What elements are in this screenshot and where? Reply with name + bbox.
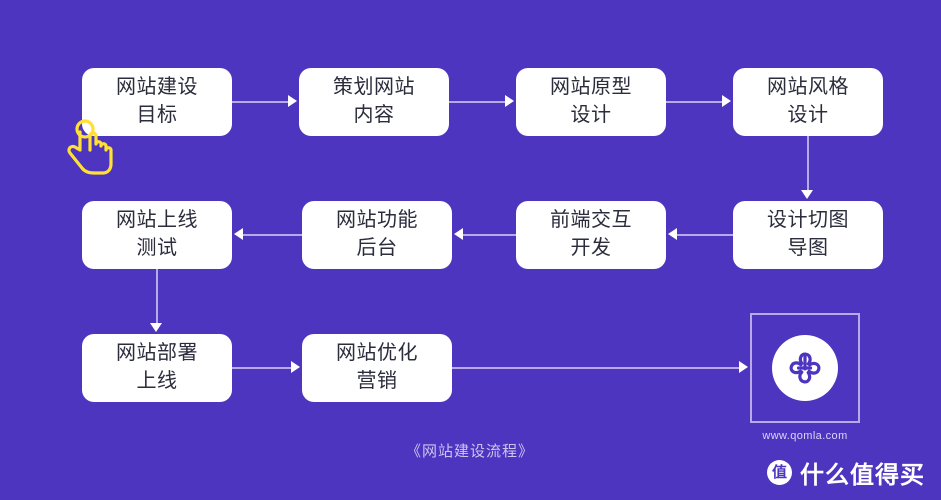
watermark-badge-icon: 值	[767, 460, 792, 485]
flow-node-optimize-marketing[interactable]: 网站优化 营销	[302, 334, 452, 402]
flow-node-deploy-online[interactable]: 网站部署 上线	[82, 334, 232, 402]
brand-logo-circle	[772, 335, 838, 401]
flow-node-backend-function[interactable]: 网站功能 后台	[302, 201, 452, 269]
arrowhead-slicing-to-frontend-icon	[668, 228, 677, 240]
flow-node-prototype-design[interactable]: 网站原型 设计	[516, 68, 666, 136]
flow-node-label: 网站建设 目标	[116, 76, 198, 126]
connector-frontend-to-backend	[463, 234, 516, 236]
arrowhead-style-to-slicing-icon	[801, 190, 813, 199]
flow-node-label: 网站上线 测试	[116, 209, 198, 259]
connector-deploy-to-optimize	[232, 367, 293, 369]
arrowhead-frontend-to-backend-icon	[454, 228, 463, 240]
connector-goal-to-plan	[232, 101, 290, 103]
arrowhead-plan-to-prototype-icon	[505, 95, 514, 107]
flow-node-label: 策划网站 内容	[333, 76, 415, 126]
connector-slicing-to-frontend	[677, 234, 733, 236]
connector-launchtest-to-deploy	[156, 269, 158, 327]
connector-prototype-to-style	[666, 101, 724, 103]
flow-node-plan-content[interactable]: 策划网站 内容	[299, 68, 449, 136]
arrowhead-prototype-to-style-icon	[722, 95, 731, 107]
arrowhead-deploy-to-optimize-icon	[291, 361, 300, 373]
flow-node-label: 网站优化 营销	[336, 342, 418, 392]
flow-node-label: 网站原型 设计	[550, 76, 632, 126]
watermark-text: 什么值得买	[800, 462, 925, 489]
flow-node-slicing-guide[interactable]: 设计切图 导图	[733, 201, 883, 269]
connector-plan-to-prototype	[449, 101, 507, 103]
brand-logo-frame[interactable]	[750, 313, 860, 423]
brand-url: www.qomla.com	[762, 430, 848, 442]
flow-node-label: 前端交互 开发	[550, 209, 632, 259]
connector-style-to-slicing	[807, 136, 809, 194]
diagram-caption: 《网站建设流程》	[405, 443, 534, 460]
flow-node-launch-test[interactable]: 网站上线 测试	[82, 201, 232, 269]
flow-node-style-design[interactable]: 网站风格 设计	[733, 68, 883, 136]
flow-node-label: 网站功能 后台	[336, 209, 418, 259]
watermark: 值 什么值得买	[767, 455, 925, 490]
tap-hand-cursor-icon	[67, 119, 113, 175]
arrowhead-optimize-to-brand-icon	[739, 361, 748, 373]
clover-knot-logo-icon	[789, 352, 821, 384]
arrowhead-goal-to-plan-icon	[288, 95, 297, 107]
arrowhead-backend-to-launchtest-icon	[234, 228, 243, 240]
flow-node-label: 网站部署 上线	[116, 342, 198, 392]
connector-backend-to-launchtest	[243, 234, 302, 236]
connector-optimize-to-brand	[452, 367, 741, 369]
arrowhead-launchtest-to-deploy-icon	[150, 323, 162, 332]
flow-node-label: 设计切图 导图	[767, 209, 849, 259]
flow-node-label: 网站风格 设计	[767, 76, 849, 126]
flow-node-frontend-dev[interactable]: 前端交互 开发	[516, 201, 666, 269]
flow-node-website-goal[interactable]: 网站建设 目标	[82, 68, 232, 136]
